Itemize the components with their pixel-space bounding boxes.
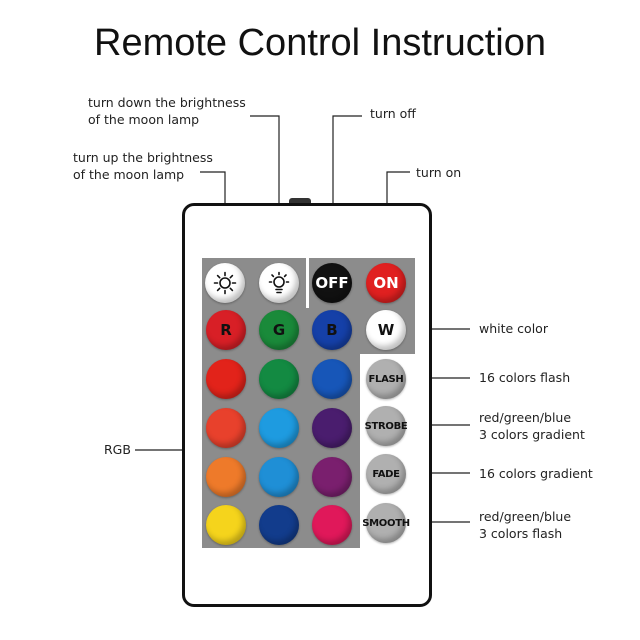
smooth-button[interactable]: SMOOTH [362,503,410,543]
color-button-4-3[interactable] [312,457,352,497]
brightness-up-button[interactable] [205,263,245,303]
strobe-button[interactable]: STROBE [364,406,408,446]
flash-button[interactable]: FLASH [366,359,406,399]
fade-button[interactable]: FADE [366,454,406,494]
color-button-2-1[interactable] [206,359,246,399]
green-button[interactable]: G [259,310,299,350]
color-button-4-2[interactable] [259,457,299,497]
green-label: G [272,321,286,339]
remote-ir-tip [289,198,311,204]
brightness-down-button[interactable] [259,263,299,303]
label-flash: 16 colors flash [479,370,571,385]
label-rgb: RGB [104,442,131,457]
off-button[interactable]: OFF [312,263,352,303]
color-button-4-1[interactable] [206,457,246,497]
on-label: ON [373,274,399,292]
label-turn-on: turn on [416,165,462,180]
blue-button[interactable]: B [312,310,352,350]
label-turn-off: turn off [370,106,416,121]
color-button-3-1[interactable] [206,408,246,448]
sun-dim-icon [268,271,290,294]
label-white-color: white color [479,321,548,336]
flash-label: FLASH [368,373,404,385]
blue-label: B [326,321,338,339]
sun-bright-icon [213,271,237,295]
color-button-2-3[interactable] [312,359,352,399]
label-strobe: red/green/blue 3 colors gradient [479,410,585,442]
label-brightness-down: turn down the brightness of the moon lam… [88,95,246,127]
red-label: R [220,321,232,339]
white-button[interactable]: W [366,310,406,350]
label-fade: 16 colors gradient [479,466,593,481]
red-button[interactable]: R [206,310,246,350]
color-button-2-2[interactable] [259,359,299,399]
fade-label: FADE [372,468,400,480]
page-title: Remote Control Instruction [94,22,546,64]
color-button-5-1[interactable] [206,505,246,545]
off-label: OFF [315,274,349,292]
color-button-5-3[interactable] [312,505,352,545]
on-button[interactable]: ON [366,263,406,303]
strobe-label: STROBE [364,420,408,432]
label-smooth: red/green/blue 3 colors flash [479,509,572,541]
color-button-3-3[interactable] [312,408,352,448]
color-button-3-2[interactable] [259,408,299,448]
color-button-5-2[interactable] [259,505,299,545]
white-label: W [377,321,395,339]
smooth-label: SMOOTH [362,517,410,529]
label-brightness-up: turn up the brightness of the moon lamp [73,150,213,182]
